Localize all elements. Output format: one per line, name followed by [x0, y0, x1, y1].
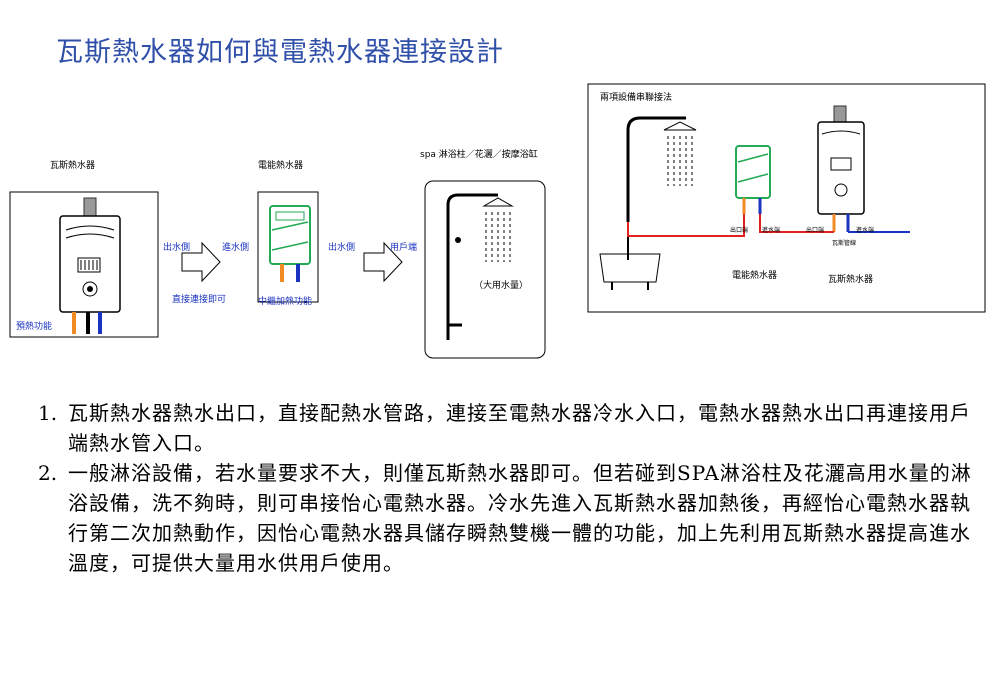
list-text: 瓦斯熱水器熱水出口，直接配熱水管路，連接至電熱水器冷水入口，電熱水器熱水出口再連… [68, 401, 971, 455]
label-relay-heat: 中繼加熱功能 [258, 297, 313, 307]
label-gas-heater: 瓦斯熱水器 [50, 161, 96, 171]
series-label-gas-heater: 瓦斯熱水器 [828, 275, 874, 285]
label-large-flow: （大用水量） [474, 281, 529, 291]
label-outlet-2: 出水側 [328, 243, 356, 253]
hot-pipe-to-user [627, 214, 745, 237]
notes-list: 1. 瓦斯熱水器熱水出口，直接配熱水管路，連接至電熱水器冷水入口，電熱水器熱水出… [38, 398, 978, 578]
list-number: 2. [38, 461, 58, 485]
flow-arrow-2 [363, 241, 403, 283]
series-label-electric-heater: 電能熱水器 [732, 271, 778, 281]
tiny-label: 進水端 [762, 227, 781, 234]
label-outlet-1: 出水側 [163, 243, 191, 253]
series-gas-heater-icon [817, 105, 865, 232]
series-diagram-title: 兩項設備串聯接法 [600, 93, 673, 103]
electric-heater-icon [269, 205, 311, 265]
tiny-label: 出口端 [806, 227, 825, 234]
shower-icon [446, 193, 514, 340]
list-item: 2. 一般淋浴設備，若水量要求不大，則僅瓦斯熱水器即可。但若碰到SPA淋浴柱及花… [38, 458, 978, 578]
label-user-end: 用戶端 [390, 243, 418, 253]
label-inlet: 進水側 [222, 243, 250, 253]
shower-box [424, 180, 546, 359]
list-item: 1. 瓦斯熱水器熱水出口，直接配熱水管路，連接至電熱水器冷水入口，電熱水器熱水出… [38, 398, 978, 458]
page-title: 瓦斯熱水器如何與電熱水器連接設計 [56, 37, 504, 68]
label-preheat: 預熱功能 [16, 322, 53, 332]
label-direct-connect: 直接連接即可 [172, 295, 227, 305]
series-electric-heater-icon [735, 145, 771, 214]
tiny-label: 進水端 [856, 227, 875, 234]
bathtub-icon [599, 232, 661, 290]
series-shower-icon [626, 116, 697, 222]
list-text: 一般淋浴設備，若水量要求不大，則僅瓦斯熱水器即可。但若碰到SPA淋浴柱及花灑高用… [68, 461, 972, 575]
label-spa: spa 淋浴柱／花灑／按摩浴缸 [420, 150, 538, 160]
tiny-label: 出口端 [730, 227, 749, 234]
hot-pipe-link [759, 214, 834, 233]
tiny-label: 瓦斯管線 [832, 240, 857, 247]
gas-heater-icon [59, 197, 121, 313]
flow-arrow-1 [181, 241, 221, 283]
label-electric-heater: 電能熱水器 [258, 161, 304, 171]
list-number: 1. [38, 401, 58, 425]
